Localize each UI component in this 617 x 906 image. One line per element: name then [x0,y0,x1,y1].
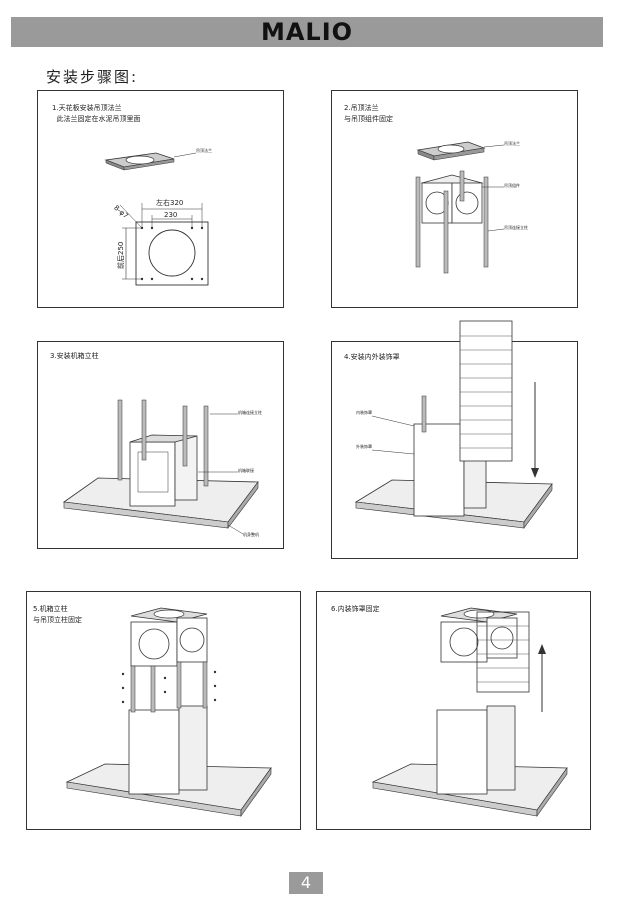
step-1-label-flange: 吊顶法兰 [196,148,212,153]
header-bar: MALIO [11,17,603,47]
step-2-panel: 2.吊顶法兰 与吊顶组件固定 吊顶法兰 吊顶组件 吊顶连接立柱 [331,90,578,308]
step-4-line-1: 4.安装内外装饰罩 [344,353,400,361]
step-4-diagram [354,320,553,529]
step-3-label-body: 机身整机 [243,532,259,537]
step-6-diagram [371,607,568,817]
dim-depth: 前后250 [117,241,125,269]
section-title: 安装步骤图: [46,68,139,86]
step-1-panel: 1.天花板安装吊顶法兰 此法兰固定在水泥吊顶里面 左右320 230 8-φ7 … [37,90,284,308]
dim-width-outer: 左右320 [156,199,184,207]
dim-width-inner: 230 [164,211,178,219]
step-6-panel: 6.内装饰罩固定 [316,591,591,830]
brand-logo: MALIO [260,18,354,46]
step-3-diagram [62,399,259,535]
step-6-line-1: 6.内装饰罩固定 [331,605,380,613]
step-2-line-1: 2.吊顶法兰 [344,104,379,112]
step-4-label-outer: 外装饰罩 [356,444,372,449]
step-1-line-2: 此法兰固定在水泥吊顶里面 [52,115,141,123]
step-3-line-1: 3.安装机箱立柱 [50,352,99,360]
step-5-diagram [65,607,272,817]
step-4-label-inner: 内装饰罩 [356,410,372,415]
step-3-label-post: 机箱连接立柱 [238,410,262,415]
step-2-label-flange: 吊顶法兰 [504,141,520,146]
step-5-line-1: 5.机箱立柱 [33,605,68,613]
step-2-line-2: 与吊顶组件固定 [344,115,393,123]
step-2-diagram [415,141,505,274]
step-3-label-connect: 机箱联接 [238,468,254,473]
step-4-panel: 4.安装内外装饰罩 内装饰罩 外装饰罩 [331,320,578,559]
step-2-label-post: 吊顶连接立柱 [504,225,528,230]
step-1-diagram [104,152,209,286]
step-5-panel: 5.机箱立柱 与吊顶立柱固定 [26,591,301,830]
step-1-line-1: 1.天花板安装吊顶法兰 [52,104,122,112]
step-3-panel: 3.安装机箱立柱 机箱连接立柱 机箱联接 机身整机 [37,341,284,549]
page-number: 4 [289,872,323,894]
step-5-line-2: 与吊顶立柱固定 [33,616,82,624]
step-2-label-assembly: 吊顶组件 [504,183,520,188]
